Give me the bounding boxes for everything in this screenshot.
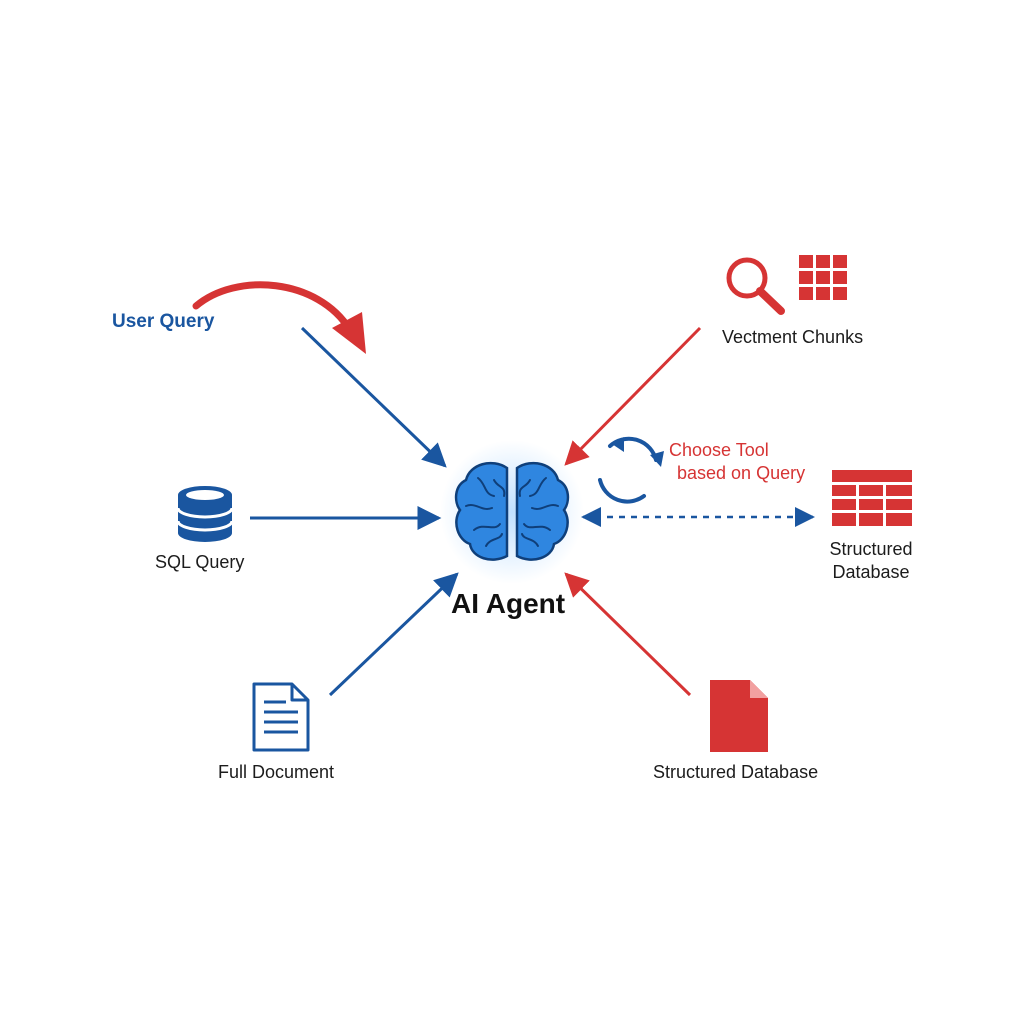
- arrow-user-query-to-agent: [300, 326, 447, 468]
- refresh-icon: [598, 436, 664, 504]
- structured-database-right-label-line1: Structured: [829, 539, 913, 559]
- user-query-curved-arrow: [192, 281, 366, 354]
- document-icon: [252, 682, 310, 752]
- file-icon: [710, 680, 768, 752]
- table-icon: [832, 470, 912, 526]
- structured-database-right-label-line2: Database: [832, 562, 910, 582]
- choose-tool-label-line1: Choose Tool: [669, 440, 769, 460]
- vectment-chunks-label: Vectment Chunks: [722, 327, 864, 347]
- magnifier-icon: [726, 257, 785, 315]
- choose-tool-label-line2: based on Query: [677, 463, 806, 483]
- sql-query-label: SQL Query: [155, 552, 245, 572]
- full-document-label: Full Document: [218, 762, 335, 782]
- grid-icon: [799, 255, 847, 300]
- brain-icon: [440, 440, 584, 584]
- structured-database-bottom-label: Structured Database: [653, 762, 819, 782]
- database-icon: [176, 486, 234, 542]
- arrow-vectment-to-agent: [564, 326, 702, 466]
- arrow-document-to-agent: [328, 572, 459, 697]
- user-query-label: User Query: [112, 311, 215, 332]
- ai-agent-label: AI Agent: [451, 588, 566, 619]
- arrow-structured-db-to-agent: [564, 572, 692, 697]
